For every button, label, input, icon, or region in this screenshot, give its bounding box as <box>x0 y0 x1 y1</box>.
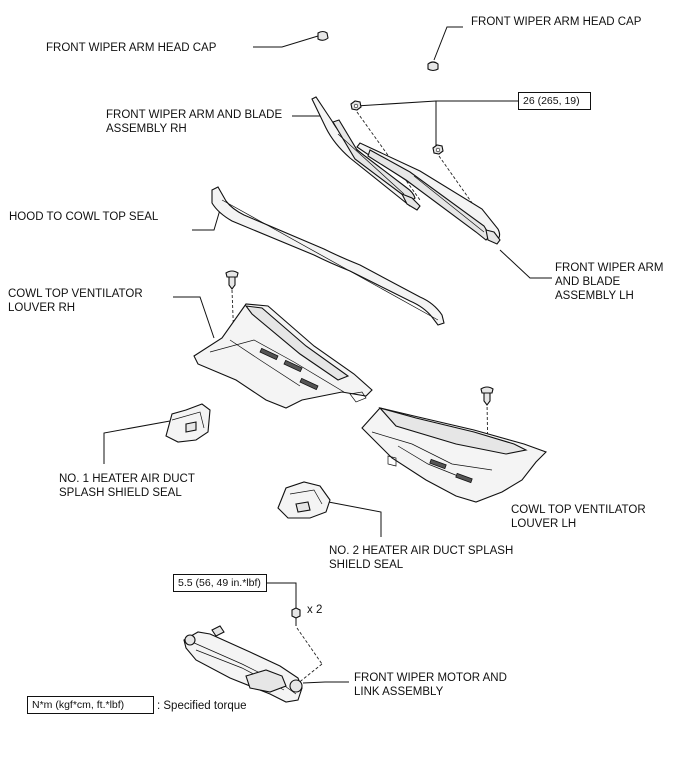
cowl-louver-lh-part <box>361 406 547 503</box>
label-louver-lh-line2: LOUVER LH <box>511 518 577 530</box>
cowl-louver-rh-part <box>193 303 373 409</box>
label-arm-lh-line3: ASSEMBLY LH <box>555 290 634 302</box>
head-cap-right-part <box>427 61 439 72</box>
label-arm-lh-line2: AND BLADE <box>555 276 621 288</box>
arm-nut-lh <box>432 144 444 155</box>
label-arm-rh-line2: ASSEMBLY RH <box>106 123 187 135</box>
label-seal2-line1: NO. 2 HEATER AIR DUCT SPLASH <box>329 545 514 557</box>
leader-louver-rh <box>173 296 215 339</box>
hood-seal-part <box>211 186 445 326</box>
seal1-part <box>165 403 211 443</box>
leader-seal2 <box>317 499 382 537</box>
leader-arm-lh <box>499 249 552 279</box>
torque-box-arm-nut: 26 (265, 19) <box>518 92 591 110</box>
label-motor-line1: FRONT WIPER MOTOR AND <box>354 672 507 684</box>
motor-bolt-part <box>291 607 301 626</box>
wiper-arm-lh-part <box>356 142 501 245</box>
leader-torque-motor <box>267 582 297 608</box>
clip-louver-lh <box>480 386 494 406</box>
label-louver-rh-line2: LOUVER RH <box>8 302 76 314</box>
label-arm-lh-line1: FRONT WIPER ARM <box>555 262 664 274</box>
label-motor-line2: LINK ASSEMBLY <box>354 686 444 698</box>
wiper-arm-rh-part <box>311 96 421 211</box>
clip-louver-rh <box>225 270 239 290</box>
torque-box-motor-bolt: 5.5 (56, 49 in.*lbf) <box>173 574 267 592</box>
leader-torque-arm-lh <box>435 100 518 148</box>
legend-torque-unit-box: N*m (kgf*cm, ft.*lbf) <box>27 696 154 714</box>
leader-seal1 <box>103 420 171 464</box>
wiper-motor-link-part <box>183 625 303 703</box>
label-bolt-quantity: x 2 <box>307 604 323 616</box>
label-seal1-line2: SPLASH SHIELD SEAL <box>59 487 182 499</box>
leader-torque-arm-rh <box>355 100 437 107</box>
head-cap-left-part <box>317 30 329 41</box>
label-arm-rh-line1: FRONT WIPER ARM AND BLADE <box>106 109 283 121</box>
label-seal1-line1: NO. 1 HEATER AIR DUCT <box>59 473 195 485</box>
label-hood-seal: HOOD TO COWL TOP SEAL <box>9 211 159 223</box>
arm-nut-rh <box>350 100 362 111</box>
leader-lines <box>103 26 552 684</box>
label-head-cap-left: FRONT WIPER ARM HEAD CAP <box>46 42 217 54</box>
leader-head-cap-left <box>253 35 319 48</box>
label-head-cap-right: FRONT WIPER ARM HEAD CAP <box>471 16 642 28</box>
label-seal2-line2: SHIELD SEAL <box>329 559 404 571</box>
legend-torque-text: : Specified torque <box>157 700 247 712</box>
leader-motor <box>302 681 349 684</box>
label-louver-rh-line1: COWL TOP VENTILATOR <box>8 288 143 300</box>
leader-head-cap-right <box>433 26 463 61</box>
seal2-part <box>277 481 331 519</box>
label-louver-lh-line1: COWL TOP VENTILATOR <box>511 504 646 516</box>
